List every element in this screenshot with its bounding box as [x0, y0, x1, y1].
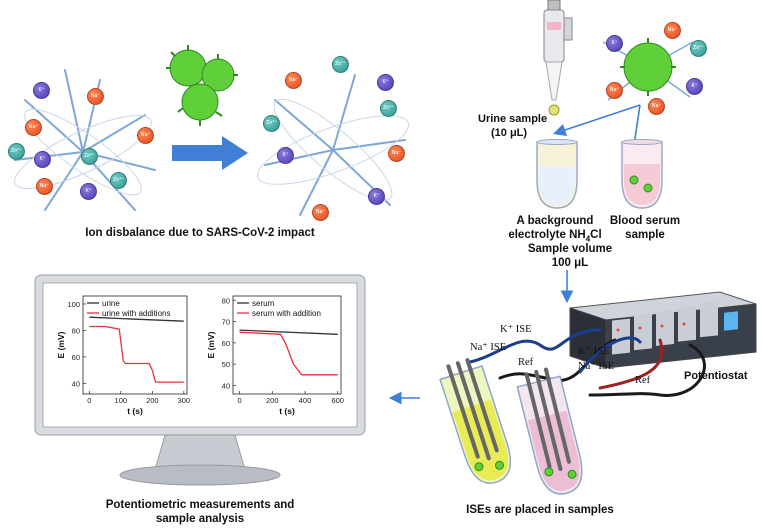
series-line-1: [239, 329, 338, 335]
volume-line1: Sample volume: [527, 243, 613, 255]
y-tick-label: 70: [222, 318, 230, 327]
legend-label-2: urine with additions: [102, 309, 170, 318]
ion-na: Na⁺: [664, 22, 681, 39]
serum-chart: 0 200 400 600 40 50 60 70 80 t (s) E (mV) serumseru…: [206, 295, 344, 416]
ion-k: K⁺: [34, 151, 51, 168]
legend-label-1: serum: [252, 299, 275, 308]
y-tick-label: 100: [67, 300, 80, 309]
series-line-2: [89, 325, 184, 383]
ion-na: Na⁺: [36, 178, 53, 195]
ion-k: K⁺: [686, 78, 703, 95]
y-tick-label: 80: [222, 296, 230, 305]
x-tick-label: 200: [146, 396, 159, 405]
ion-zn: Zn²⁺: [690, 40, 707, 57]
ion-zn: Zn²⁺: [332, 56, 349, 73]
measurements-line2: sample analysis: [155, 513, 245, 525]
ion-disbalance-caption: Ion disbalance due to SARS-CoV-2 impact: [85, 227, 315, 239]
y-axis-label: E (mV): [206, 331, 216, 358]
ion-na: Na⁺: [312, 204, 329, 221]
series-line-2: [239, 331, 338, 376]
ion-na: Na⁺: [25, 119, 42, 136]
plot-frame: [82, 295, 188, 395]
x-axis-label: t (s): [279, 406, 295, 416]
blood-serum-tube: [620, 139, 664, 210]
y-axis-label: E (mV): [56, 331, 66, 358]
volume-line2: 100 μL: [551, 257, 589, 269]
background-electrolyte-tube: [535, 139, 579, 210]
background-label-a: electrolyte NH: [508, 229, 586, 241]
measurements-caption: Potentiometric measurements and sample a…: [80, 498, 320, 526]
ion-k: K⁺: [33, 82, 50, 99]
y-tick-label: 50: [222, 360, 230, 369]
ion-zn: Zn²⁺: [110, 172, 127, 189]
infected-cell-icon: [598, 22, 698, 112]
background-label-line1: A background: [516, 215, 594, 227]
x-tick-label: 0: [237, 396, 241, 405]
ion-na: Na⁺: [137, 127, 154, 144]
impact-arrow-icon: [172, 136, 248, 170]
k-ise-label-1: K⁺ ISE: [500, 324, 532, 335]
ion-na: Na⁺: [285, 72, 302, 89]
ion-zn: Zn²⁺: [263, 115, 280, 132]
background-electrolyte-label: A background electrolyte NH4Cl: [495, 214, 615, 246]
ion-k: K⁺: [277, 147, 294, 164]
ion-zn: Zn²⁺: [380, 100, 397, 117]
na-ise-label-1: Na⁺ ISE: [470, 342, 507, 353]
blood-label-line1: Blood serum: [609, 215, 681, 227]
y-tick-label: 60: [222, 339, 230, 348]
ion-k: K⁺: [368, 188, 385, 205]
urine-volume-label: (10 μL): [491, 127, 528, 139]
ion-k: K⁺: [80, 183, 97, 200]
ion-na: Na⁺: [648, 98, 665, 115]
potentiostat-device: [560, 290, 760, 370]
urine-sample-label: Urine sample: [478, 113, 548, 125]
urine-measurement-tube: [438, 358, 518, 490]
k-ise-label-2: K⁺ ISE: [578, 346, 610, 357]
series-line-1: [89, 316, 184, 322]
legend-label-2: serum with addition: [252, 309, 321, 318]
x-tick-label: 100: [115, 396, 128, 405]
x-tick-label: 200: [266, 396, 279, 405]
background-label-sub: 4: [585, 234, 591, 244]
blood-serum-label: Blood serum sample: [600, 214, 690, 242]
plot-frame: [232, 295, 342, 395]
ref-label-1: Ref: [518, 357, 534, 368]
x-tick-label: 600: [331, 396, 344, 405]
y-tick-label: 40: [222, 381, 230, 390]
pipette-icon: [532, 0, 576, 120]
ion-k: K⁺: [606, 35, 623, 52]
ion-na: Na⁺: [388, 145, 405, 162]
monitor: [34, 274, 366, 500]
ion-zn: Zn²⁺: [81, 148, 98, 165]
ises-placed-caption: ISEs are placed in samples: [466, 504, 614, 516]
virus-cluster: [158, 40, 248, 130]
x-tick-label: 400: [299, 396, 312, 405]
x-tick-label: 300: [178, 396, 191, 405]
background-label-line2: electrolyte NH4Cl: [495, 228, 615, 246]
blood-label-line2: sample: [625, 229, 665, 241]
na-ise-label-2: Na⁺ ISE: [578, 361, 615, 372]
x-tick-label: 0: [87, 396, 91, 405]
x-axis-label: t (s): [127, 406, 143, 416]
ion-k: K⁺: [377, 74, 394, 91]
y-tick-label: 60: [72, 353, 80, 362]
ref-label-2: Ref: [635, 375, 651, 386]
ion-na: Na⁺: [606, 82, 623, 99]
y-tick-label: 40: [72, 379, 80, 388]
serum-measurement-tube: [512, 367, 592, 500]
y-tick-label: 80: [72, 326, 80, 335]
ion-na: Na⁺: [87, 88, 104, 105]
sample-volume-label: Sample volume 100 μL: [520, 242, 620, 270]
legend-label-1: urine: [102, 299, 120, 308]
background-label-c: Cl: [590, 229, 602, 241]
ion-zn: Zn²⁺: [8, 143, 25, 160]
measurements-line1: Potentiometric measurements and: [105, 499, 295, 511]
